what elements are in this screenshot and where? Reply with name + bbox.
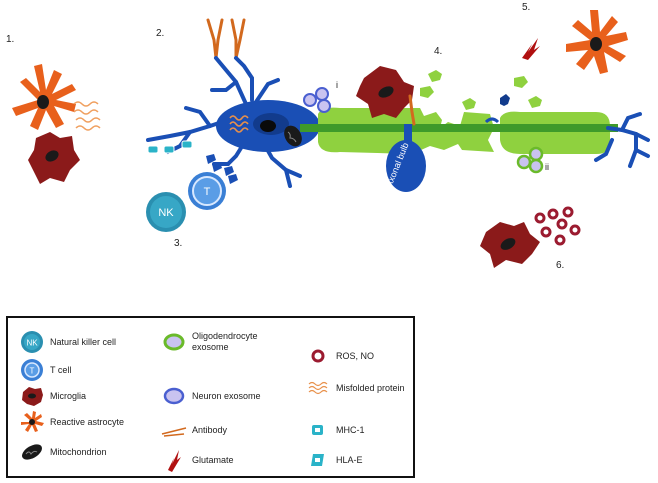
microglia-1 bbox=[28, 132, 80, 184]
mhc1-icon bbox=[312, 425, 323, 435]
misfolded-protein-1 bbox=[73, 101, 101, 131]
axon-terminal-dendrites bbox=[594, 112, 650, 168]
legend-item-oligodendrocyte-exosome: Oligodendrocyte exosome bbox=[160, 330, 272, 354]
neuron-exosome-icon bbox=[163, 387, 185, 405]
neuron-debris bbox=[500, 94, 510, 106]
microglia-4 bbox=[356, 66, 414, 118]
hla-e-icon bbox=[311, 454, 324, 466]
misfolded-protein-soma bbox=[229, 115, 249, 133]
label-ii: ii bbox=[545, 162, 549, 172]
label-i: i bbox=[336, 80, 338, 90]
legend-item-neuron-exosome: Neuron exosome bbox=[160, 384, 261, 408]
legend-label-t-cell: T cell bbox=[50, 364, 72, 375]
panel-5-number: 5. bbox=[522, 2, 530, 13]
ros-no-icon bbox=[311, 349, 325, 363]
legend-label-nk: Natural killer cell bbox=[50, 336, 117, 347]
antibody-4 bbox=[408, 94, 416, 126]
microglia-icon bbox=[22, 387, 43, 406]
legend-label-neuron-exosome: Neuron exosome bbox=[192, 390, 261, 401]
legend-item-mitochondrion: Mitochondrion bbox=[18, 440, 107, 464]
axon-myelin-sheath bbox=[300, 107, 618, 154]
nk-cell-icon: NK bbox=[21, 331, 43, 353]
nk-icon-label: NK bbox=[26, 339, 38, 348]
legend-item-nk: NK Natural killer cell bbox=[18, 330, 116, 354]
legend-label-mitochondrion: Mitochondrion bbox=[50, 446, 107, 457]
oligodendrocyte-exosomes-ii bbox=[516, 146, 544, 174]
legend-item-astrocyte: Reactive astrocyte bbox=[18, 410, 124, 434]
microglia-6 bbox=[480, 222, 540, 268]
glutamate-icon bbox=[168, 450, 181, 472]
legend-label-astrocyte: Reactive astrocyte bbox=[50, 416, 125, 427]
nk-cell: NK bbox=[146, 192, 186, 232]
panel-3-number: 3. bbox=[174, 238, 182, 249]
reactive-astrocyte-1 bbox=[12, 64, 76, 130]
legend-label-misfolded-protein: Misfolded protein bbox=[336, 382, 405, 393]
antibody-pair-2 bbox=[206, 18, 246, 60]
legend-label-glutamate: Glutamate bbox=[192, 454, 234, 465]
t-cell-label: T bbox=[204, 186, 211, 198]
myelin-debris bbox=[420, 70, 542, 110]
legend-label-mhc1: MHC-1 bbox=[336, 424, 365, 435]
legend-item-t-cell: T T cell bbox=[18, 358, 71, 382]
t-cell-icon: T bbox=[21, 359, 43, 381]
legend-item-misfolded-protein: Misfolded protein bbox=[304, 376, 405, 400]
legend-item-mhc1: MHC-1 bbox=[304, 418, 365, 442]
mitochondrion-soma bbox=[284, 125, 302, 147]
legend-label-microglia: Microglia bbox=[50, 390, 87, 401]
legend-item-antibody: Antibody bbox=[160, 418, 227, 442]
mhc-floating bbox=[206, 154, 238, 184]
glutamate-5 bbox=[522, 38, 540, 60]
legend-label-hla-e: HLA-E bbox=[336, 454, 363, 465]
ros-no-particles bbox=[534, 206, 581, 246]
t-icon-label: T bbox=[30, 367, 35, 376]
oligodendrocyte-exosome-icon bbox=[163, 333, 185, 351]
mhc1-molecules bbox=[147, 140, 193, 154]
legend-label-oligodendrocyte-exosome: Oligodendrocyte exosome bbox=[192, 331, 258, 352]
panel-2-number: 2. bbox=[156, 28, 164, 39]
neuron-exosomes-i bbox=[303, 87, 331, 113]
legend-item-ros-no: ROS, NO bbox=[304, 344, 374, 368]
legend-label-antibody: Antibody bbox=[192, 424, 228, 435]
antibody-icon bbox=[161, 427, 187, 437]
legend-item-glutamate: Glutamate bbox=[160, 448, 234, 472]
legend-item-hla-e: HLA-E bbox=[304, 448, 363, 472]
nk-cell-label: NK bbox=[158, 207, 174, 219]
astrocyte-icon bbox=[21, 411, 44, 432]
panel-4-number: 4. bbox=[434, 46, 442, 57]
legend-box: NK Natural killer cell T T cell Microgli… bbox=[6, 316, 415, 478]
t-cell: T bbox=[188, 172, 226, 210]
legend-item-microglia: Microglia bbox=[18, 384, 86, 408]
panel-1-number: 1. bbox=[6, 34, 14, 45]
reactive-astrocyte-5 bbox=[566, 10, 628, 74]
misfolded-protein-icon bbox=[308, 381, 328, 395]
mitochondrion-icon bbox=[22, 444, 42, 460]
panel-6-number: 6. bbox=[556, 260, 564, 271]
legend-label-ros-no: ROS, NO bbox=[336, 350, 375, 361]
